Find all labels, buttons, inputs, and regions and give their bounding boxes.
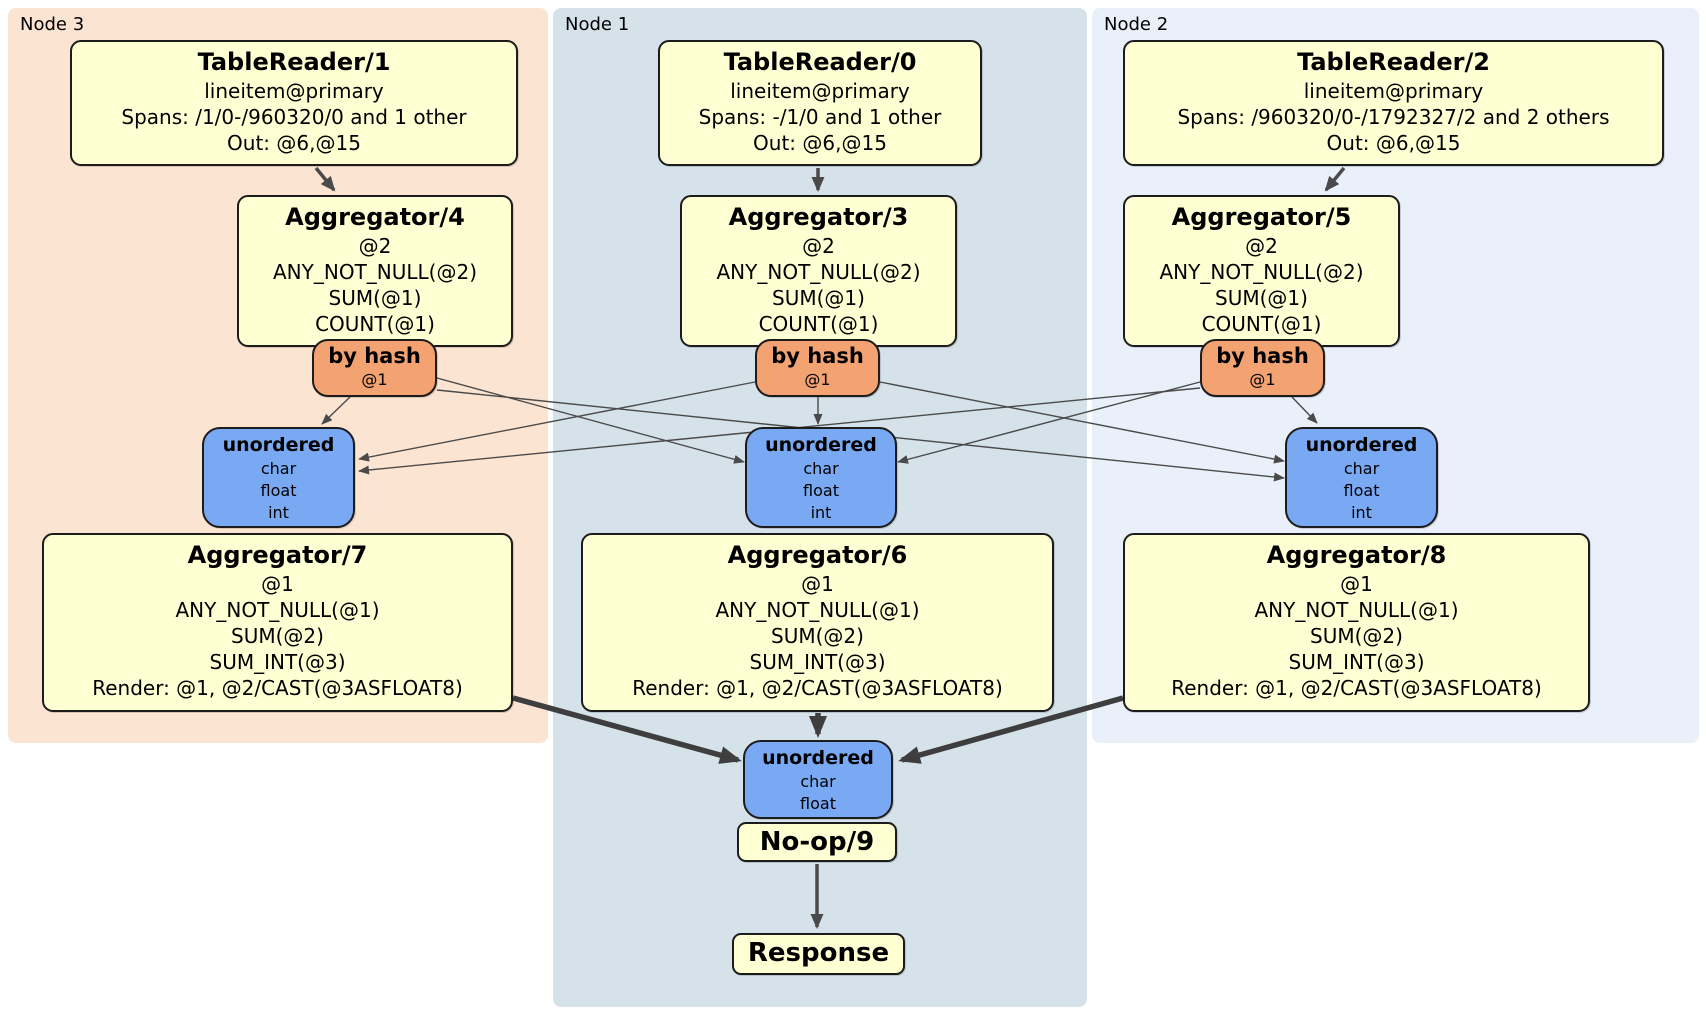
processor-title: Aggregator/5 [1171, 203, 1352, 231]
sync-title: unordered [222, 434, 335, 456]
processor-title: Aggregator/3 [728, 203, 909, 231]
agg-group-cols: @2 [802, 234, 835, 258]
agg-fn: SUM_INT(@3) [749, 650, 886, 674]
sync-unordered-final: unordered char float [743, 740, 893, 819]
agg-group-cols: @2 [358, 234, 392, 258]
sync-type: float [1343, 481, 1380, 500]
processor-title: TableReader/0 [723, 48, 917, 76]
processor-title: TableReader/1 [197, 48, 391, 76]
processor-aggregator-3: Aggregator/3 @2 ANY_NOT_NULL(@2) SUM(@1)… [680, 195, 957, 347]
processor-aggregator-7: Aggregator/7 @1 ANY_NOT_NULL(@1) SUM(@2)… [42, 533, 513, 712]
processor-out: Out: @6,@15 [753, 131, 887, 155]
processor-noop-9: No-op/9 [737, 822, 897, 862]
router-title: by hash [328, 344, 421, 368]
group-node1-label: Node 1 [565, 14, 630, 35]
processor-tablereader-2: TableReader/2 lineitem@primary Spans: /9… [1123, 40, 1664, 166]
processor-out: Out: @6,@15 [227, 131, 361, 155]
sync-type: float [800, 794, 836, 813]
processor-spans: Spans: /1/0-/960320/0 and 1 other [121, 105, 467, 129]
processor-spans: Spans: /960320/0-/1792327/2 and 2 others [1177, 105, 1610, 129]
processor-title: No-op/9 [759, 827, 875, 857]
router-title: by hash [771, 344, 864, 368]
processor-tablereader-0: TableReader/0 lineitem@primary Spans: -/… [658, 40, 982, 166]
router-columns: @1 [804, 370, 831, 389]
processor-aggregator-8: Aggregator/8 @1 ANY_NOT_NULL(@1) SUM(@2)… [1123, 533, 1590, 712]
response-title: Response [747, 938, 890, 968]
router-by-hash-node1: by hash @1 [755, 339, 880, 397]
processor-aggregator-4: Aggregator/4 @2 ANY_NOT_NULL(@2) SUM(@1)… [237, 195, 513, 347]
agg-fn: SUM_INT(@3) [1288, 650, 1425, 674]
agg-fn: SUM(@1) [328, 286, 422, 310]
agg-render: Render: @1, @2/CAST(@3ASFLOAT8) [1171, 676, 1542, 700]
processor-aggregator-5: Aggregator/5 @2 ANY_NOT_NULL(@2) SUM(@1)… [1123, 195, 1400, 347]
agg-fn: COUNT(@1) [1201, 312, 1322, 336]
processor-title: Aggregator/7 [187, 541, 368, 569]
router-by-hash-node2: by hash @1 [1200, 339, 1325, 397]
processor-title: Aggregator/8 [1266, 541, 1447, 569]
processor-index: lineitem@primary [730, 79, 910, 103]
sync-title: unordered [1305, 434, 1418, 456]
agg-group-cols: @1 [801, 572, 834, 596]
sync-type: int [1351, 503, 1372, 522]
processor-index: lineitem@primary [1303, 79, 1484, 103]
sync-type: char [803, 459, 839, 478]
agg-fn: SUM(@1) [772, 286, 865, 310]
agg-group-cols: @2 [1245, 234, 1278, 258]
response-node: Response [732, 933, 905, 975]
router-columns: @1 [361, 370, 388, 389]
sync-type: int [268, 503, 289, 522]
processor-out: Out: @6,@15 [1326, 131, 1461, 155]
agg-render: Render: @1, @2/CAST(@3ASFLOAT8) [632, 676, 1003, 700]
sync-title: unordered [765, 434, 877, 456]
sync-type: float [803, 481, 839, 500]
agg-render: Render: @1, @2/CAST(@3ASFLOAT8) [92, 676, 463, 700]
agg-group-cols: @1 [1340, 572, 1373, 596]
agg-fn: SUM(@2) [771, 624, 864, 648]
processor-index: lineitem@primary [204, 79, 384, 103]
router-columns: @1 [1249, 370, 1276, 389]
processor-tablereader-1: TableReader/1 lineitem@primary Spans: /1… [70, 40, 518, 166]
sync-unordered-node3: unordered char float int [202, 427, 355, 528]
agg-fn: SUM(@2) [1310, 624, 1403, 648]
group-node3-label: Node 3 [20, 14, 85, 35]
sync-type: char [260, 459, 297, 478]
sync-type: int [810, 503, 832, 522]
sync-type: char [800, 772, 836, 791]
sync-unordered-node2: unordered char float int [1285, 427, 1438, 528]
processor-title: Aggregator/4 [285, 203, 465, 231]
sync-type: float [260, 481, 297, 500]
agg-fn: COUNT(@1) [315, 312, 435, 336]
agg-fn: COUNT(@1) [758, 312, 879, 336]
router-by-hash-node3: by hash @1 [312, 339, 437, 397]
agg-fn: SUM(@1) [1215, 286, 1308, 310]
agg-fn: ANY_NOT_NULL(@1) [715, 598, 920, 622]
processor-aggregator-6: Aggregator/6 @1 ANY_NOT_NULL(@1) SUM(@2)… [581, 533, 1054, 712]
sync-title: unordered [762, 747, 874, 769]
group-node2-label: Node 2 [1104, 14, 1169, 35]
agg-group-cols: @1 [261, 572, 294, 596]
agg-fn: SUM_INT(@3) [209, 650, 346, 674]
agg-fn: ANY_NOT_NULL(@2) [1159, 260, 1364, 284]
router-title: by hash [1216, 344, 1309, 368]
processor-title: Aggregator/6 [727, 541, 908, 569]
agg-fn: SUM(@2) [231, 624, 324, 648]
sync-unordered-node1: unordered char float int [745, 427, 897, 528]
sync-type: char [1343, 459, 1380, 478]
processor-title: TableReader/2 [1297, 48, 1490, 76]
agg-fn: ANY_NOT_NULL(@2) [716, 260, 921, 284]
agg-fn: ANY_NOT_NULL(@1) [1254, 598, 1459, 622]
agg-fn: ANY_NOT_NULL(@2) [273, 260, 477, 284]
agg-fn: ANY_NOT_NULL(@1) [175, 598, 380, 622]
processor-spans: Spans: -/1/0 and 1 other [698, 105, 942, 129]
